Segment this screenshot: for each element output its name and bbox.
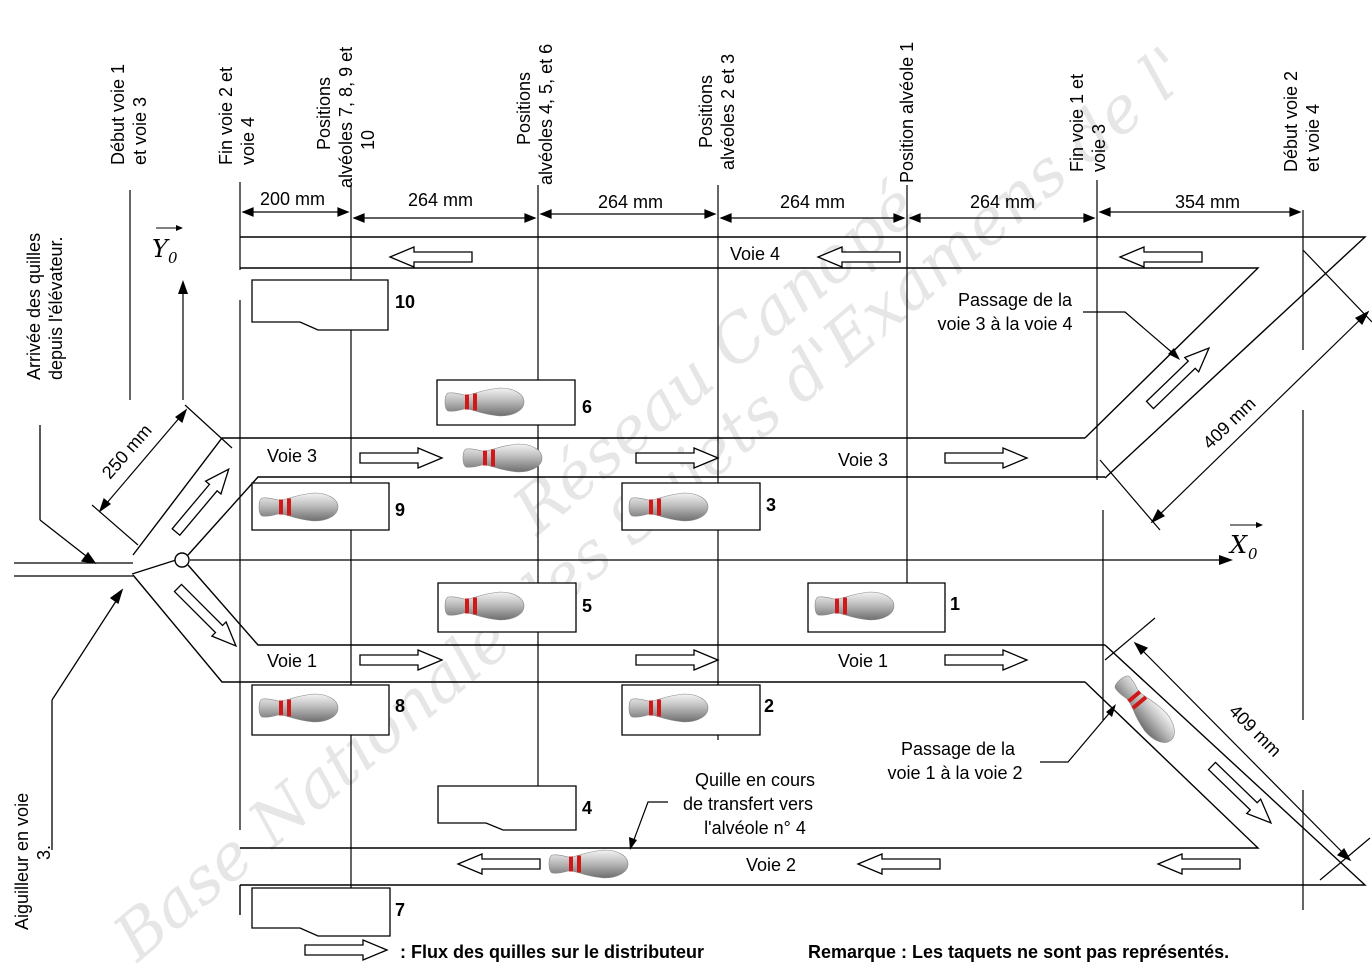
pin-in-transit-voie3 [462,443,543,473]
aiguilleur-l2: 3. [34,845,54,860]
passage34-l2: voie 3 à la voie 4 [937,314,1072,334]
col-fin-v1v3-l1: Fin voie 1 et [1067,74,1087,172]
lane-outlines [132,236,1367,915]
cell-num-7: 7 [395,900,405,920]
transfert-l2: de transfert vers [683,794,813,814]
dim-264-d: 264 mm [970,192,1035,212]
legend-arrow [304,939,388,961]
col-pos710-l3: 10 [358,130,378,150]
col-pos23-l2: alvéoles 2 et 3 [718,54,738,170]
cell-num-4: 4 [582,798,592,818]
alveole-7 [251,887,391,937]
alveole-10 [251,279,389,331]
dimension-lines [241,207,1302,223]
dim-409-top: 409 mm [1199,393,1260,453]
pin-in-transit-voie2 [548,849,629,879]
lane-voie4: Voie 4 [730,244,780,264]
col-fin-v1v3-l2: voie 3 [1089,124,1109,172]
lane-voie1-b: Voie 1 [838,651,888,671]
col-debut-v1v3-l1: Début voie 1 [108,64,128,165]
annotations: Passage de la voie 3 à la voie 4 Passage … [629,290,1180,850]
dim-264-c: 264 mm [780,192,845,212]
arrivee-l2: depuis l'élévateur. [46,236,66,380]
col-pos23-l1: Positions [696,75,716,148]
lane-voie3-a: Voie 3 [267,446,317,466]
cell-num-8: 8 [395,696,405,716]
footer-remarque: Remarque : Les taquets ne sont pas repré… [808,942,1229,962]
y-axis: Y 0 [152,225,188,400]
col-debut-v2v4-l2: et voie 4 [1303,104,1323,172]
y-axis-label: Y [152,235,170,263]
reference-lines [129,180,1304,912]
cell-num-1: 1 [950,594,960,614]
cell-num-2: 2 [764,696,774,716]
entry-pipe [14,425,177,850]
x-axis-sub: 0 [1248,545,1258,563]
transfert-l3: l'alvéole n° 4 [704,818,806,838]
passage12-l1: Passage de la [901,739,1016,759]
arrivee-l1: Arrivée des quilles [24,233,44,380]
switch-pivot[interactable] [174,552,190,568]
y-axis-sub: 0 [168,249,178,267]
aiguilleur-l1: Aiguilleur en voie [12,793,32,930]
col-fin-v2v4-l1: Fin voie 2 et [216,67,236,165]
footer: : Flux des quilles sur le distributeur R… [400,942,1229,962]
x-axis-label: X [1228,531,1248,559]
dim-354: 354 mm [1175,192,1240,212]
lane-voie2: Voie 2 [746,855,796,875]
lane-voie1-a: Voie 1 [267,651,317,671]
cell-num-3: 3 [766,495,776,515]
dim-409-lines [1099,249,1372,881]
dim-409-bottom: 409 mm [1225,701,1285,761]
dim-264-b: 264 mm [598,192,663,212]
cell-num-6: 6 [582,397,592,417]
svg-text:Début voie 2et voie 4: Début voie 2et voie 4 [1281,71,1323,172]
col-pos710-l1: Positions [314,77,334,150]
lane-voie3-b: Voie 3 [838,450,888,470]
svg-text:Position alvéole 1: Position alvéole 1 [897,42,917,183]
cell-num-9: 9 [395,500,405,520]
dimension-texts: 200 mm 264 mm 264 mm 264 mm 264 mm 354 m… [260,189,1240,212]
cell-num-5: 5 [582,596,592,616]
col-pos46-l2: alvéoles 4, 5, et 6 [536,44,556,185]
cell-num-10: 10 [395,292,415,312]
x-axis: X 0 [190,522,1263,565]
passage34-l1: Passage de la [958,290,1073,310]
col-debut-v1v3-l2: et voie 3 [130,97,150,165]
dim-264-a: 264 mm [408,190,473,210]
svg-text:Début voie 1et voie 3: Début voie 1et voie 3 [108,64,150,165]
col-fin-v2v4-l2: voie 4 [238,117,258,165]
cell-numbers: 10 6 9 3 5 1 8 2 4 7 [395,292,960,920]
dim-200: 200 mm [260,189,325,209]
lane-labels: Voie 4 Voie 3 Voie 3 Voie 1 Voie 1 Voie … [267,244,888,875]
col-pos46-l1: Positions [514,72,534,145]
col-debut-v2v4-l1: Début voie 2 [1281,71,1301,172]
dim-250-text: 250 mm [98,420,156,482]
alveole-4 [437,785,577,831]
passage12-l2: voie 1 à la voie 2 [887,763,1022,783]
dim-250 [91,404,233,546]
col-pos1-l1: Position alvéole 1 [897,42,917,183]
col-pos710-l2: alvéoles 7, 8, 9 et [336,47,356,188]
transfert-l1: Quille en cours [695,770,815,790]
footer-flux: : Flux des quilles sur le distributeur [400,942,704,962]
